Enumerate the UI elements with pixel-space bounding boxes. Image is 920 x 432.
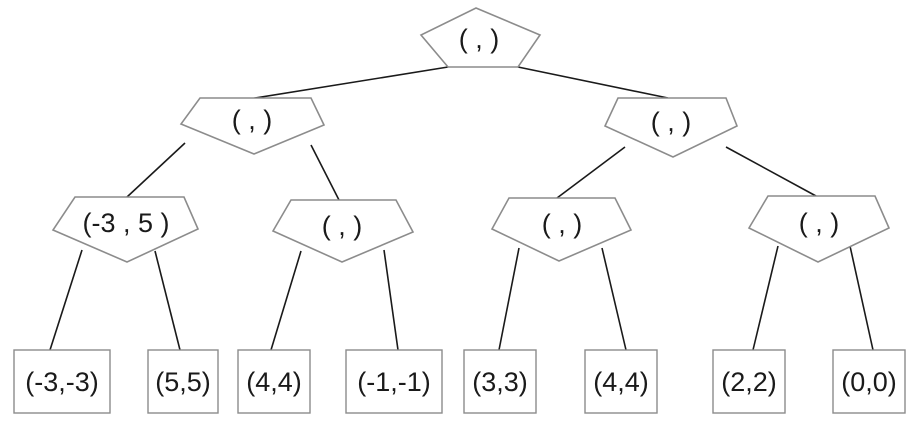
level2-node-4-label: ( , ) <box>799 208 840 238</box>
leaf-node-7-label: (2,2) <box>721 367 777 397</box>
leaf-node-7: (2,2) <box>712 349 786 414</box>
tree-edges <box>49 66 874 351</box>
edge-l2b-leaf3 <box>270 250 302 351</box>
edge-root-right <box>517 66 669 99</box>
leaf-node-8-label: (0,0) <box>841 367 897 397</box>
leaf-node-4: (-1,-1) <box>345 349 443 414</box>
leaf-node-1: (-3,-3) <box>13 349 111 414</box>
root-node-label: ( , ) <box>459 24 500 54</box>
level2-node-4: ( , ) <box>747 195 891 263</box>
leaf-node-1-label: (-3,-3) <box>25 367 99 397</box>
edge-l1a-l2a <box>126 142 186 198</box>
edge-l2c-leaf5 <box>498 247 520 351</box>
edge-l1a-l2b <box>310 144 340 201</box>
edge-root-left <box>242 66 449 101</box>
leaf-node-2: (5,5) <box>147 349 219 414</box>
edge-l2a-leaf2 <box>154 250 181 351</box>
edge-l2d-leaf8 <box>849 245 874 351</box>
root-node: ( , ) <box>419 7 542 68</box>
edge-l2d-leaf7 <box>752 245 779 351</box>
edge-l2b-leaf4 <box>383 249 399 351</box>
leaf-node-5: (3,3) <box>463 349 537 414</box>
leaf-node-6-label: (4,4) <box>593 367 649 397</box>
level2-node-1: (-3 , 5 ) <box>51 196 200 263</box>
leaf-node-2-label: (5,5) <box>155 367 211 397</box>
edge-l2a-leaf1 <box>49 249 83 351</box>
level2-node-3-label: ( , ) <box>542 209 583 239</box>
level2-node-2-label: ( , ) <box>322 211 363 241</box>
level1-node-left-label: ( , ) <box>232 105 273 135</box>
level2-node-2: ( , ) <box>271 199 415 263</box>
level1-node-right-label: ( , ) <box>651 107 692 137</box>
level2-node-1-label: (-3 , 5 ) <box>82 208 169 238</box>
leaf-node-3: (4,4) <box>237 349 311 414</box>
leaf-node-8: (0,0) <box>832 349 906 414</box>
level1-node-right: ( , ) <box>603 97 739 158</box>
edge-l2c-leaf6 <box>601 247 627 351</box>
leaf-node-4-label: (-1,-1) <box>357 367 431 397</box>
level2-node-3: ( , ) <box>490 197 633 262</box>
leaf-node-5-label: (3,3) <box>472 367 528 397</box>
leaf-node-3-label: (4,4) <box>246 367 302 397</box>
leaf-node-6: (4,4) <box>584 349 658 414</box>
level1-node-left: ( , ) <box>179 97 326 155</box>
edge-l1b-l2d <box>725 146 817 197</box>
edge-l1b-l2c <box>556 146 626 199</box>
